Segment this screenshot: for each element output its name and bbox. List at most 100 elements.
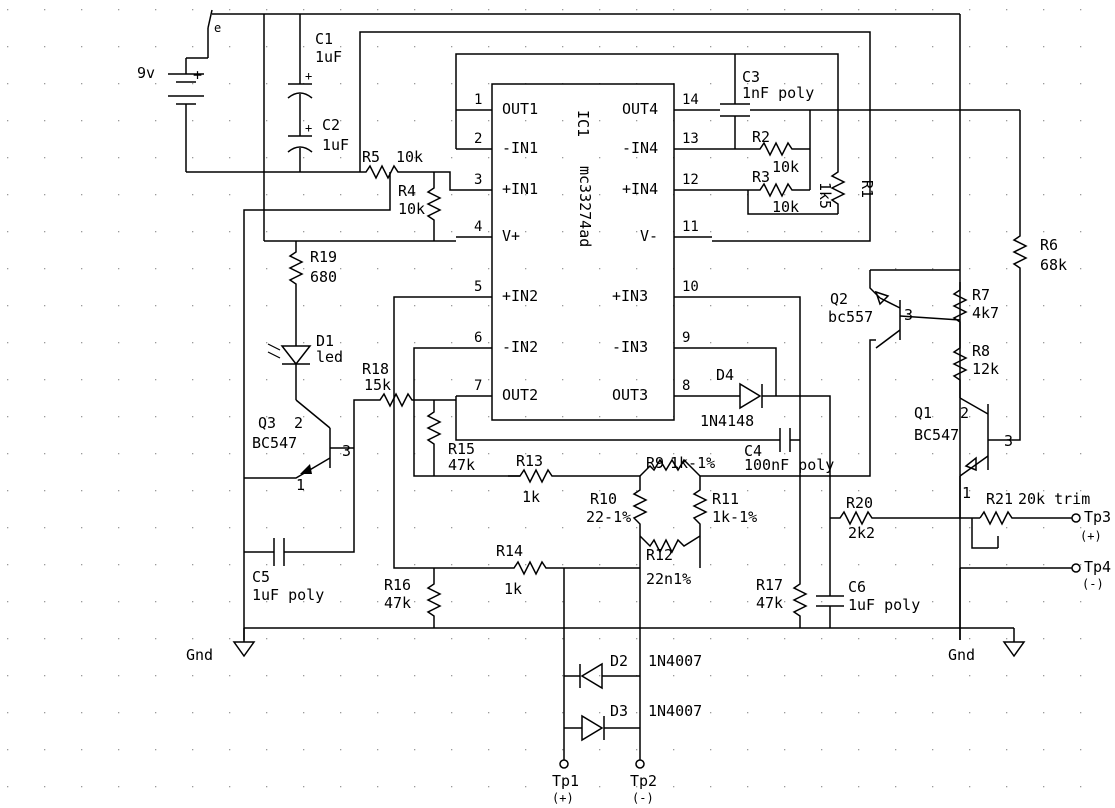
- tp1-ref: Tp1: [552, 772, 579, 790]
- svg-text:+: +: [305, 69, 312, 83]
- c2-capacitor: + C2 1uF: [287, 116, 349, 172]
- r20-resistor: R20 2k2: [830, 494, 980, 542]
- r6-ref: R6: [1040, 236, 1058, 254]
- r1-value: 1k5: [816, 182, 834, 209]
- r4-ref: R4: [398, 182, 416, 200]
- r16-resistor: R16 47k: [384, 568, 442, 628]
- r3-resistor: R3 10k: [712, 168, 810, 216]
- pin-8-num: 8: [682, 378, 690, 394]
- pin-14-name: OUT4: [622, 100, 658, 118]
- r14-resistor: R14 1k: [490, 542, 640, 598]
- c4-ref: C4: [744, 442, 762, 460]
- q2-transistor: Q2 bc557 3: [828, 269, 961, 349]
- pin-8-name: OUT3: [612, 386, 648, 404]
- c3-ref: C3: [742, 68, 760, 86]
- r21-value: 20k trim: [1018, 490, 1090, 508]
- d3-ref: D3: [610, 702, 628, 720]
- r18-ref: R18: [362, 360, 389, 378]
- tp4-testpoint[interactable]: Tp4 (-): [1071, 558, 1111, 591]
- q3-value: BC547: [252, 434, 297, 452]
- r21-trimpot[interactable]: R21 20k trim: [959, 476, 1090, 549]
- r6-value: 68k: [1040, 256, 1067, 274]
- tp1-testpoint[interactable]: Tp1 (+): [552, 759, 579, 805]
- pin-5-num: 5: [474, 279, 482, 295]
- pin-12-name: +IN4: [622, 180, 658, 198]
- battery: + 9v: [137, 57, 208, 172]
- r20-ref: R20: [846, 494, 873, 512]
- c5-value: 1uF poly: [252, 586, 324, 604]
- r19-resistor: R19 680: [288, 241, 337, 330]
- r2-ref: R2: [752, 128, 770, 146]
- r5-value: 10k: [396, 148, 423, 166]
- r12-value: 22n1%: [646, 570, 691, 588]
- c3-capacitor: C3 1nF poly: [712, 54, 1020, 149]
- r11-ref: R11: [712, 490, 739, 508]
- svg-text:+: +: [305, 121, 312, 135]
- gnd-right-label: Gnd: [948, 646, 975, 664]
- r9-ref: R9: [646, 454, 664, 472]
- r8-ref: R8: [972, 342, 990, 360]
- d4-ref: D4: [716, 366, 734, 384]
- tp3-testpoint[interactable]: Tp3 (+): [1071, 508, 1111, 543]
- c3-value: 1nF poly: [742, 84, 814, 102]
- pin-7-name: OUT2: [502, 386, 538, 404]
- r4-resistor: R4 10k: [398, 172, 442, 241]
- pin-9-name: -IN3: [612, 338, 648, 356]
- pin-3-num: 3: [474, 172, 482, 188]
- r1-ref: R1: [858, 180, 876, 198]
- d2-diode: D2 1N4007: [564, 652, 702, 690]
- r17-resistor: R17 47k: [756, 576, 808, 628]
- pin-13-name: -IN4: [622, 139, 658, 157]
- r4-value: 10k: [398, 200, 425, 218]
- c6-ref: C6: [848, 578, 866, 596]
- r15-resistor: R15 47k: [426, 400, 475, 476]
- q3-transistor: Q3 2 BC547 3 1: [244, 399, 354, 494]
- pin-4-num: 4: [474, 219, 482, 235]
- pin-11-num: 11: [682, 219, 699, 235]
- ground-right-symbol: Gnd: [948, 628, 1026, 664]
- d3-diode: D3 1N4007: [564, 702, 702, 742]
- tp1-pol: (+): [552, 791, 574, 805]
- ic-right-pins: 14 13 12 11 10 9 8 OUT4 -IN4 +IN4 V- +IN…: [612, 92, 712, 404]
- ic-body: [491, 83, 675, 421]
- d4-diode: D4 1N4148: [700, 366, 831, 580]
- switch-label: e: [214, 21, 221, 35]
- r2-resistor: R2 10k: [712, 128, 810, 176]
- q1-transistor: Q1 2 BC547 3 1: [914, 397, 1013, 502]
- r19-value: 680: [310, 268, 337, 286]
- r1-resistor: R1 1k5: [816, 160, 876, 214]
- in3-plus-wire: [712, 296, 801, 580]
- d4-value: 1N4148: [700, 412, 754, 430]
- pin-6-num: 6: [474, 330, 482, 346]
- d2-ref: D2: [610, 652, 628, 670]
- tp2-testpoint[interactable]: Tp2 (-): [630, 759, 657, 805]
- pin-1-name: OUT1: [502, 100, 538, 118]
- r3-ref: R3: [752, 168, 770, 186]
- ic-part: mc33274ad: [576, 166, 594, 247]
- pin-10-name: +IN3: [612, 287, 648, 305]
- r20-value: 2k2: [848, 524, 875, 542]
- pin-12-num: 12: [682, 172, 699, 188]
- pin-3-name: +IN1: [502, 180, 538, 198]
- q3-pin3: 3: [342, 442, 351, 460]
- ic-ref: IC1: [574, 110, 592, 137]
- r13-resistor: R13 1k: [508, 452, 640, 506]
- c2-value: 1uF: [322, 136, 349, 154]
- r7-resistor: R7 4k7: [952, 282, 999, 336]
- q3-ref: Q3: [258, 414, 276, 432]
- q3-pin1: 1: [296, 476, 305, 494]
- ic-left-pins: 1 2 3 4 5 6 7 OUT1 -IN1 +IN1 V+ +IN2 -IN…: [456, 92, 538, 404]
- r5-resistor: R5 10k: [360, 148, 423, 180]
- pin-13-num: 13: [682, 131, 699, 147]
- r2-value: 10k: [772, 158, 799, 176]
- r9-value: 1k-1%: [670, 454, 715, 472]
- c6-value: 1uF poly: [848, 596, 920, 614]
- c5-capacitor: C5 1uF poly: [244, 448, 355, 604]
- q1-value: BC547: [914, 426, 959, 444]
- mid-ref-wire: [243, 172, 391, 640]
- r12-ref: R12: [646, 546, 673, 564]
- r8-value: 12k: [972, 360, 999, 378]
- r11-value: 1k-1%: [712, 508, 757, 526]
